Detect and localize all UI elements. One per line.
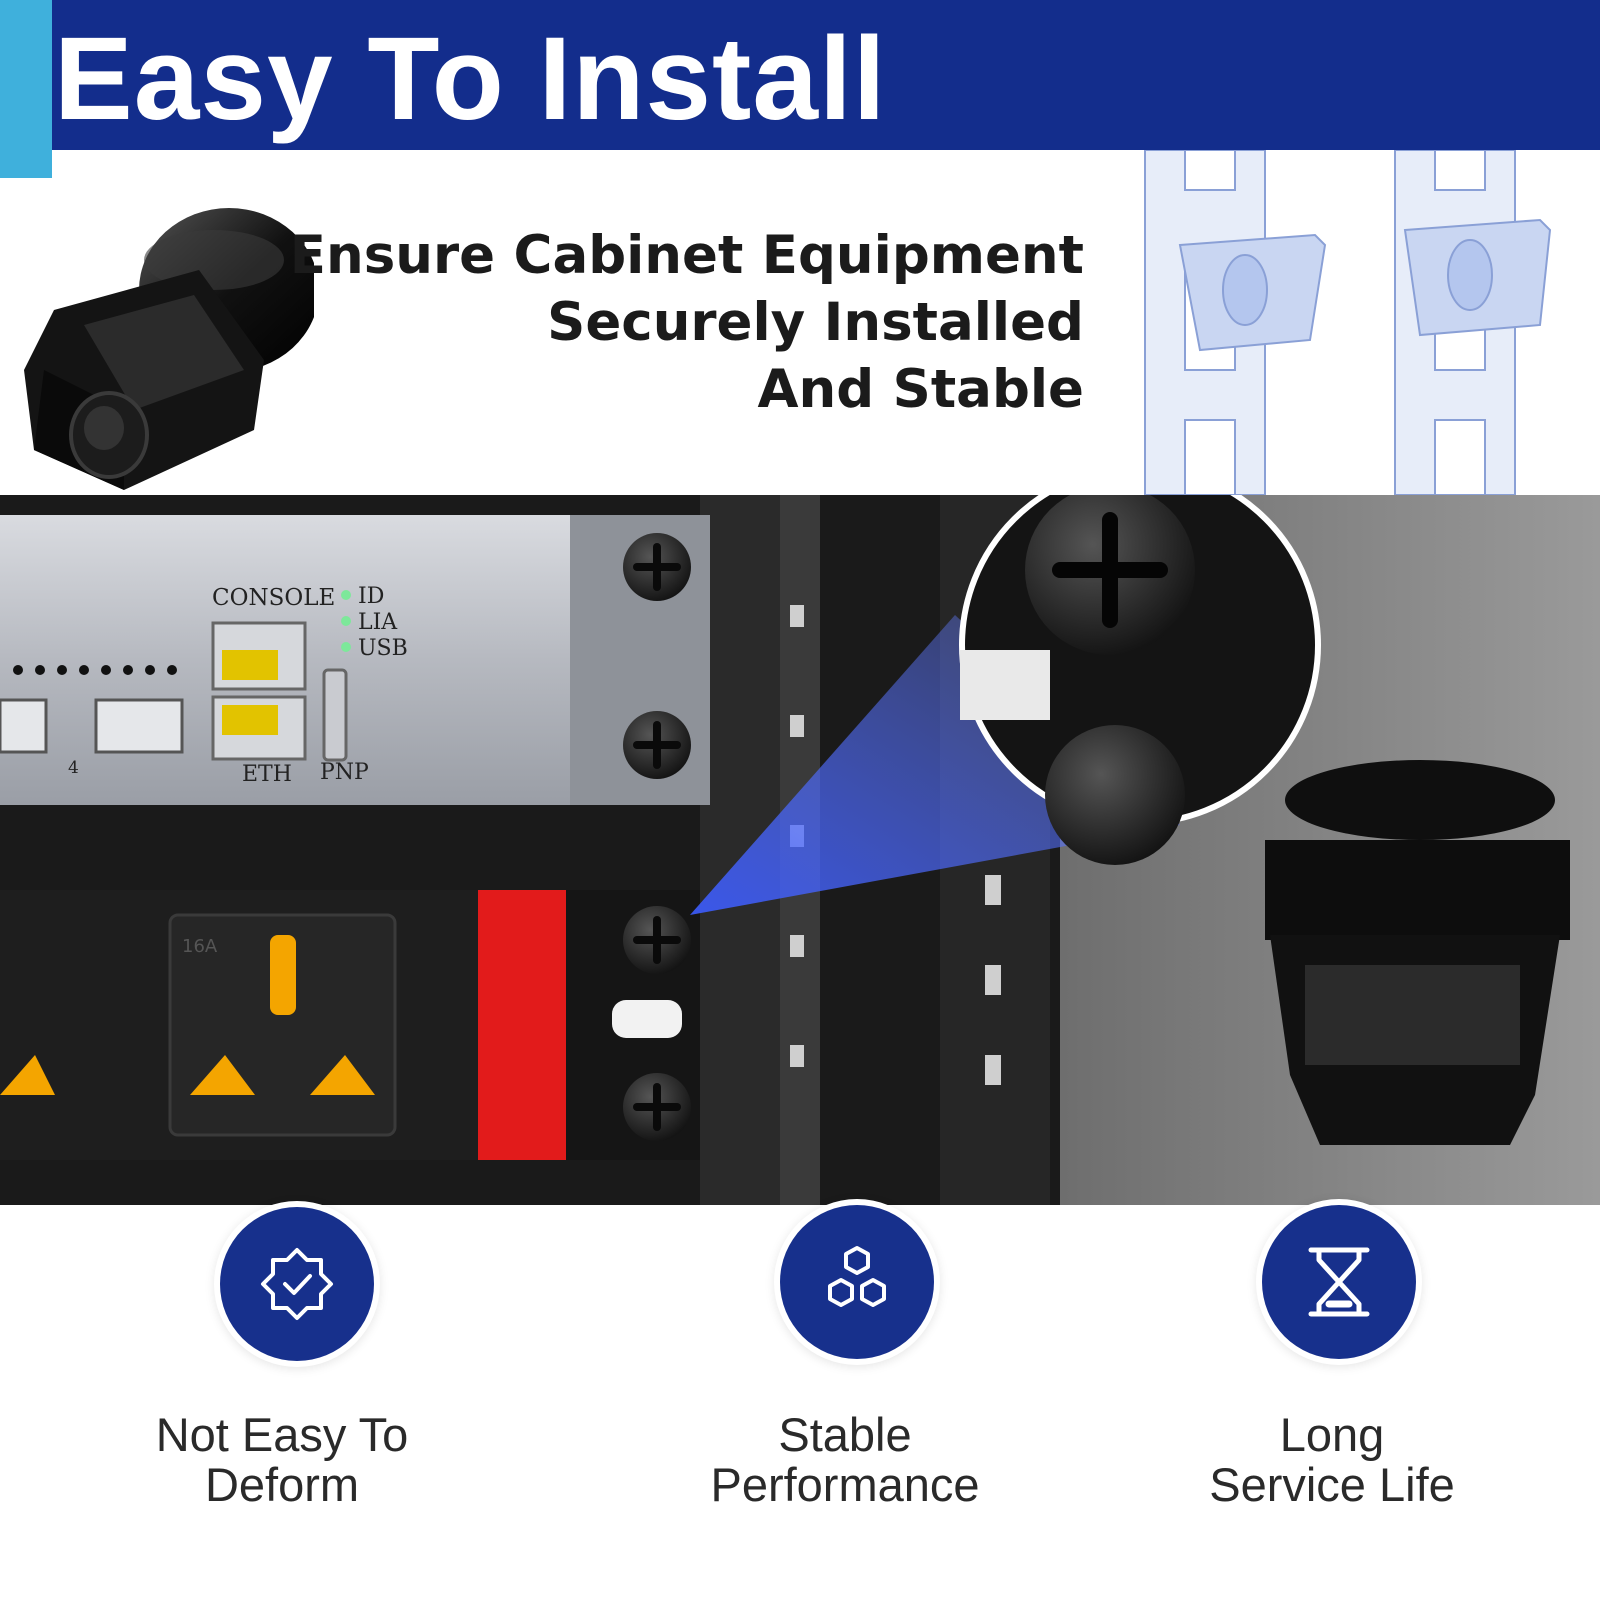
eth-label: ETH <box>242 762 292 787</box>
header-accent-bar <box>0 0 52 178</box>
tagline-line: Securely Installed <box>547 292 1084 353</box>
feature-label: Not Easy To Deform <box>155 1408 409 1511</box>
led-usb-label: USB <box>358 636 408 661</box>
led-lia-label: LIA <box>358 610 398 635</box>
pnp-label: PNP <box>320 760 369 785</box>
rack-rail-drawing <box>1144 150 1552 495</box>
tagline: Ensure Cabinet Equipment Securely Instal… <box>290 222 1084 423</box>
rack-installation-photo: CONSOLE ID LIA USB ETH PNP 4 16A <box>0 495 1600 1225</box>
hexagons-icon <box>780 1205 934 1359</box>
port-number-label: 4 <box>68 758 79 778</box>
feature-label: Long Service Life <box>1209 1408 1455 1511</box>
feature-row: Not Easy To Deform Stable Performance <box>0 1205 1600 1600</box>
shield-check-icon <box>220 1207 374 1361</box>
header-banner <box>0 0 1600 150</box>
tagline-line: And Stable <box>757 359 1084 420</box>
pdu-rating-label: 16A <box>182 936 218 957</box>
hourglass-icon <box>1262 1205 1416 1359</box>
led-id-label: ID <box>358 584 384 609</box>
page-title: Easy To Install <box>54 13 887 145</box>
cage-nut-illustration <box>24 208 314 490</box>
console-label: CONSOLE <box>212 585 335 611</box>
feature-label: Stable Performance <box>710 1408 980 1511</box>
tagline-line: Ensure Cabinet Equipment <box>289 225 1084 286</box>
